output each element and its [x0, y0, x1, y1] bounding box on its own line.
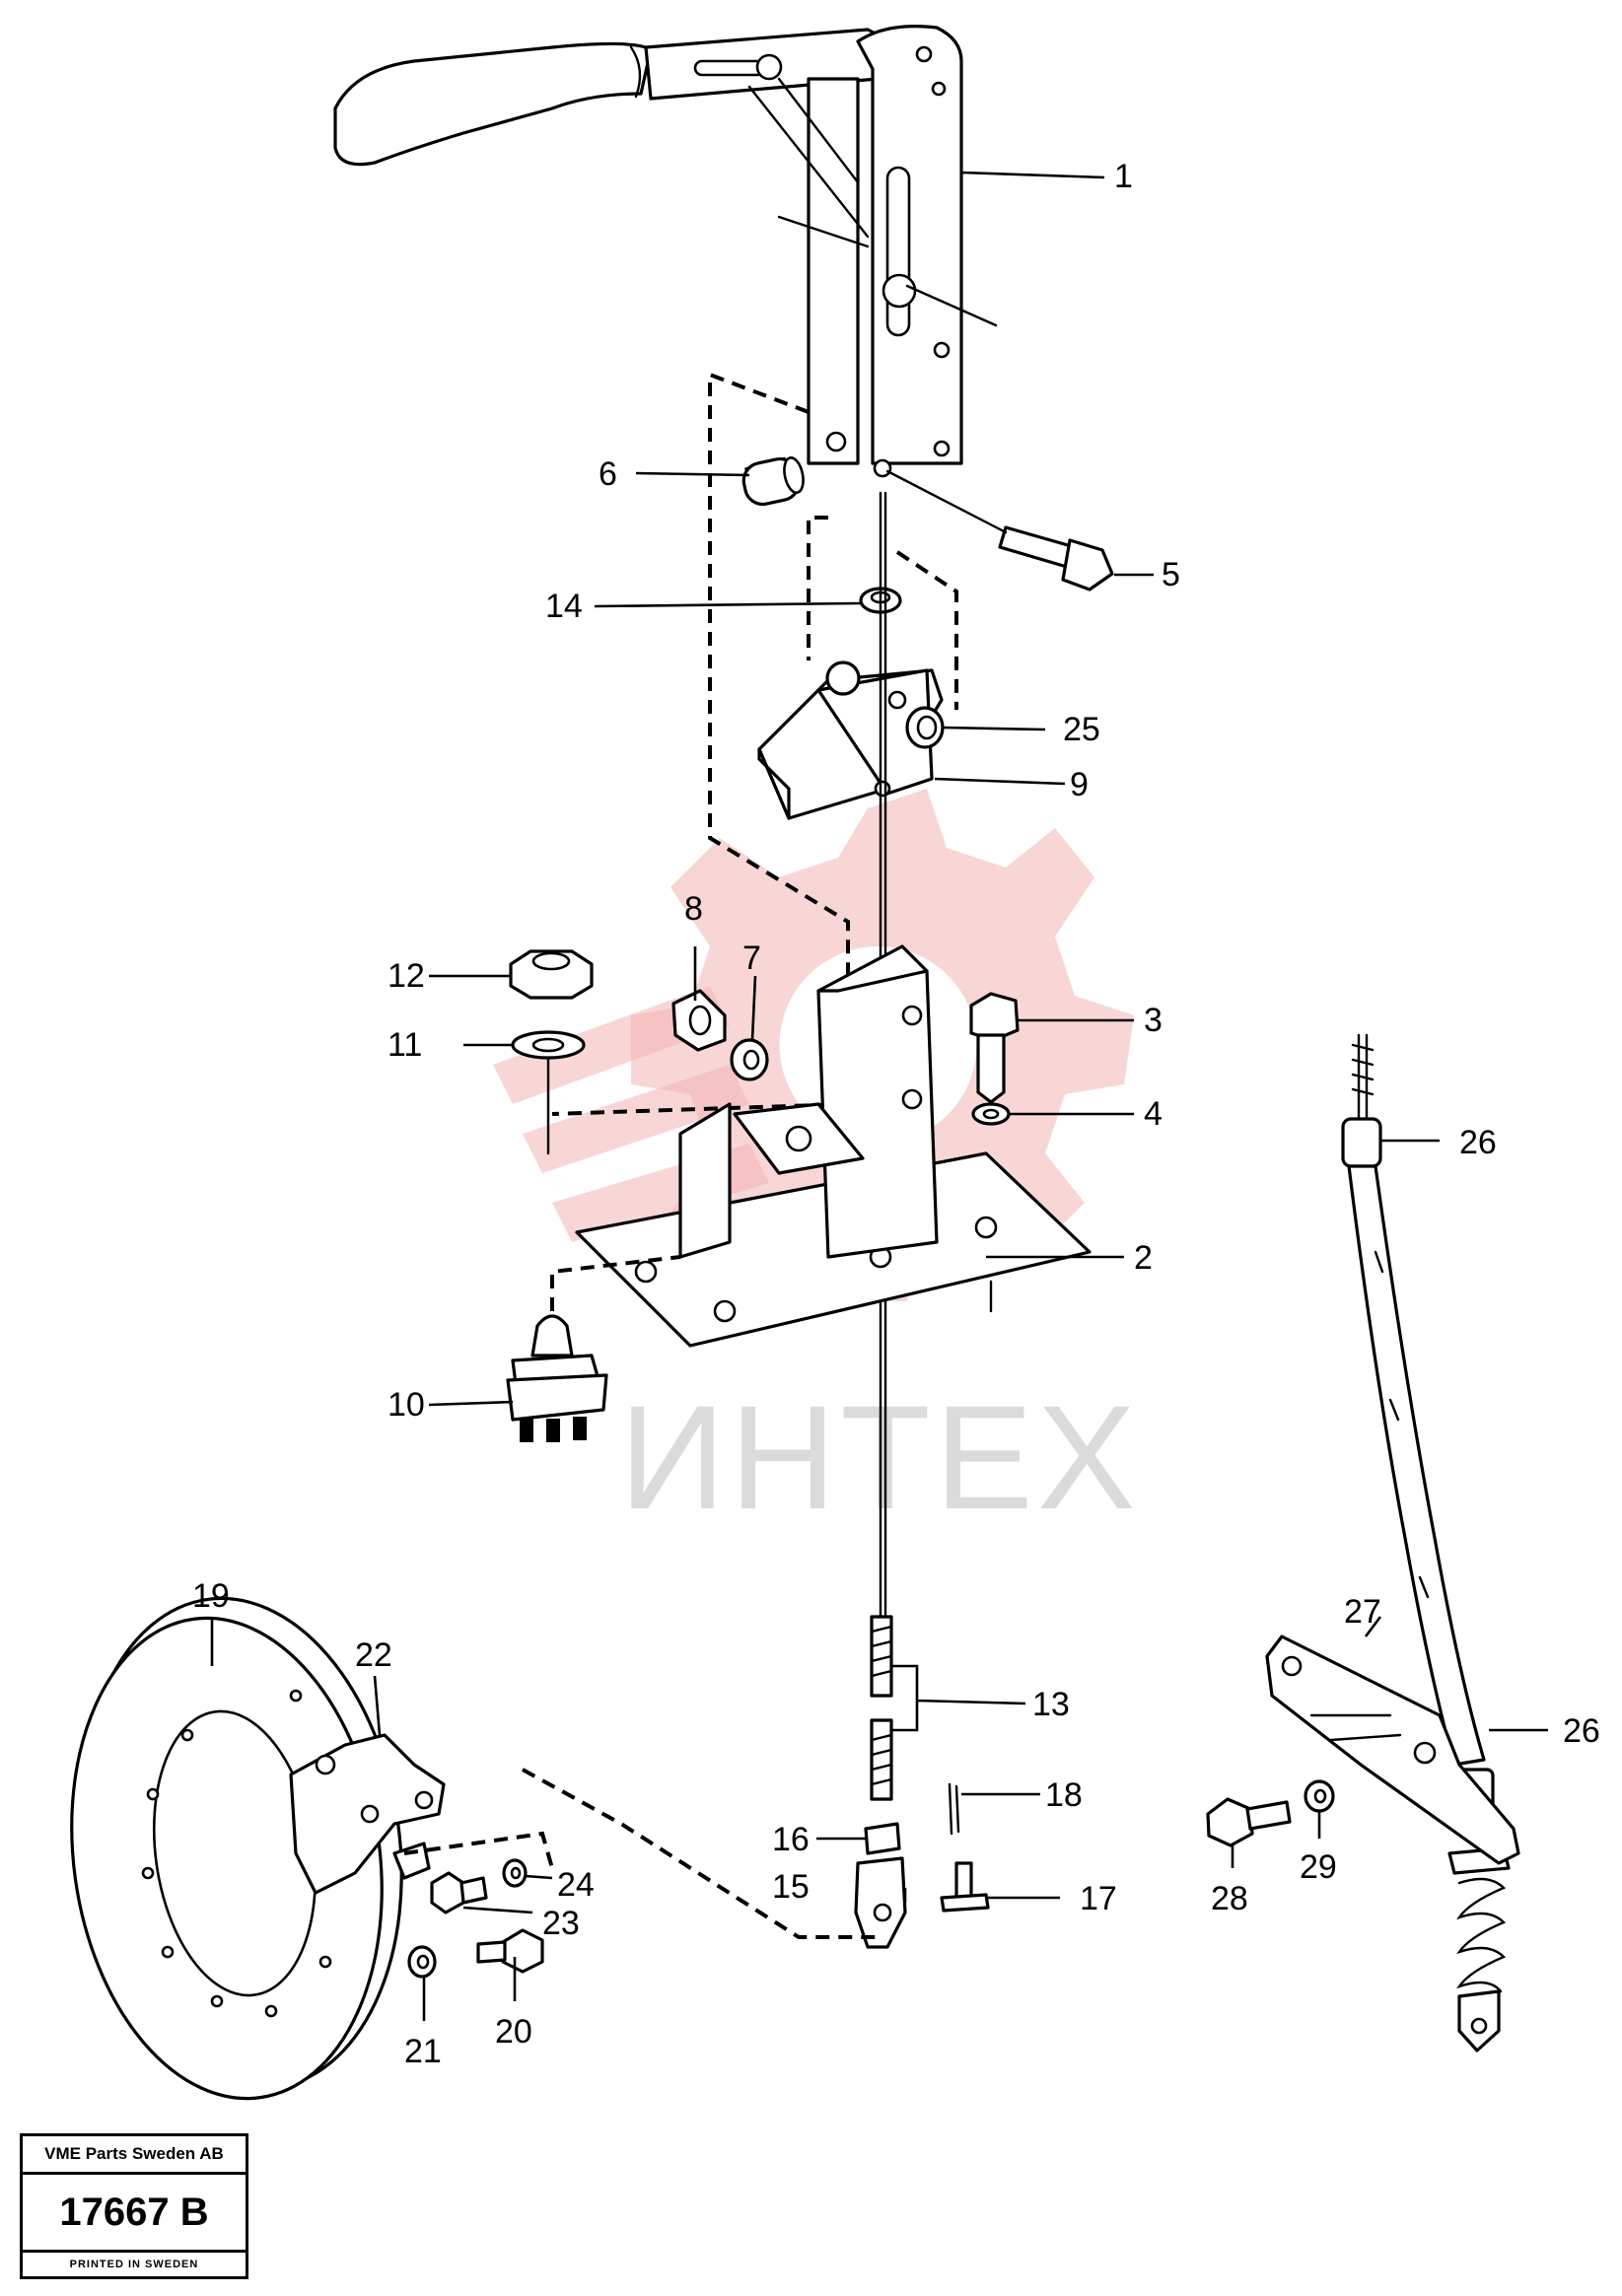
callout-9: 9: [1070, 766, 1089, 803]
callout-20: 20: [495, 2013, 532, 2051]
nut-8: [671, 989, 727, 1052]
callout-27: 27: [1344, 1593, 1381, 1631]
washer-29: [1304, 1779, 1335, 1813]
threaded-rod-13: [870, 1615, 893, 1801]
callout-22: 22: [355, 1636, 392, 1674]
nut-16: [864, 1822, 901, 1855]
bolt-5: [885, 469, 1114, 591]
cable-bracket-27: [1265, 1635, 1520, 1865]
callout-13: 13: [1032, 1686, 1070, 1723]
callout-28: 28: [1211, 1880, 1248, 1917]
washer-7: [730, 1038, 769, 1081]
bracket-9: [757, 661, 944, 820]
callout-10: 10: [388, 1386, 425, 1424]
callout-29: 29: [1300, 1848, 1337, 1886]
callout-4: 4: [1144, 1095, 1163, 1133]
callout-25: 25: [1063, 711, 1100, 748]
hand-lever: [333, 25, 998, 478]
washer-25: [905, 706, 945, 749]
callout-23: 23: [542, 1905, 580, 1942]
callout-12: 12: [388, 957, 425, 995]
callout-26-lower: 26: [1563, 1712, 1600, 1750]
callout-18: 18: [1045, 1776, 1083, 1814]
callout-1: 1: [1114, 158, 1133, 195]
washer-11: [511, 1030, 586, 1060]
washer-21: [407, 1945, 437, 1979]
callout-17: 17: [1080, 1880, 1117, 1917]
title-block-drawing-number: 17667 B: [23, 2175, 246, 2253]
callout-19: 19: [192, 1577, 230, 1615]
washer-4: [971, 1102, 1011, 1126]
brake-disc-19: [70, 1596, 403, 2101]
spacer-tube: [741, 455, 805, 507]
callout-3: 3: [1144, 1002, 1163, 1039]
callout-16: 16: [772, 1821, 810, 1858]
callout-14: 14: [545, 588, 583, 625]
switch-10: [506, 1314, 608, 1442]
watermark-text: ИНТЕХ: [619, 1374, 1140, 1540]
callout-8: 8: [684, 890, 703, 928]
leader-lines: [210, 171, 1548, 2021]
callout-24: 24: [557, 1866, 595, 1904]
assembly-line-caliper: [403, 1831, 554, 1869]
base-plate-2: [575, 944, 1092, 1348]
clevis-pin-17: [940, 1861, 990, 1913]
clevis-15: [854, 1856, 907, 1949]
nut-12: [509, 949, 594, 1000]
assembly-line-brake: [522, 1768, 878, 1939]
bolt-3: [969, 992, 1020, 1104]
bolt-23: [430, 1871, 488, 1914]
caliper-22: [289, 1733, 446, 1895]
callout-5: 5: [1162, 556, 1180, 593]
title-block-company: VME Parts Sweden AB: [23, 2136, 246, 2175]
callout-26-upper: 26: [1459, 1124, 1497, 1161]
callout-7: 7: [742, 939, 761, 977]
callout-11: 11: [388, 1026, 422, 1064]
callout-21: 21: [404, 2033, 442, 2070]
callout-6: 6: [599, 455, 617, 493]
title-block: VME Parts Sweden AB 17667 B PRINTED IN S…: [20, 2133, 248, 2279]
assembly-line-bracket: [807, 516, 958, 710]
callout-15: 15: [772, 1868, 810, 1906]
cotter-pin-18: [948, 1782, 960, 1836]
callout-labels: 1 2 3 4 5 6 7 8 9 10 11 12 13 14 15 16 1…: [192, 158, 1600, 2070]
assembly-line-switch: [550, 1255, 681, 1311]
callout-2: 2: [1134, 1239, 1153, 1277]
bolt-20: [476, 1928, 544, 1974]
title-block-printed-note: PRINTED IN SWEDEN: [69, 2259, 199, 2270]
cable-26: [1341, 1033, 1511, 2052]
washer-24: [502, 1858, 528, 1888]
bolt-28: [1206, 1797, 1292, 1847]
